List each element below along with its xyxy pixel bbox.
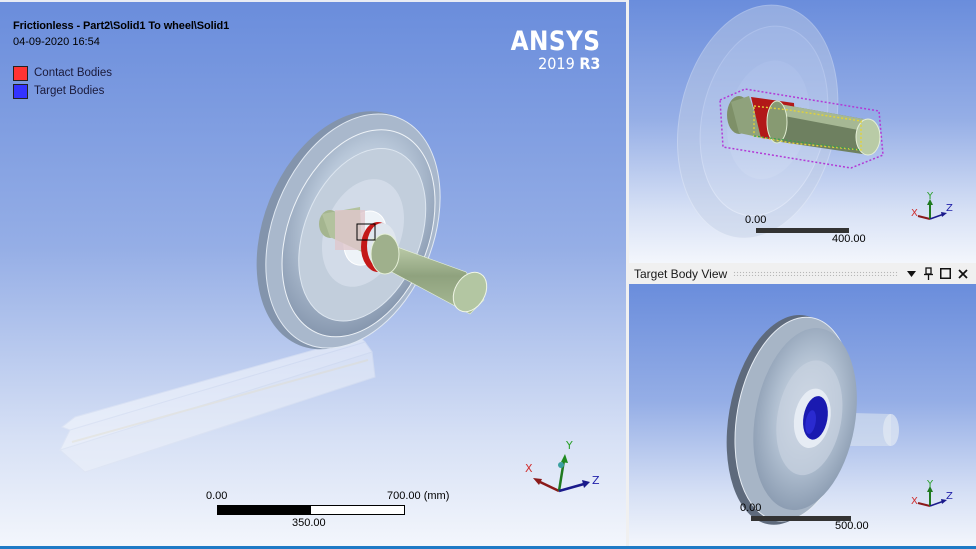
contact-scale-end: 400.00 bbox=[832, 233, 866, 245]
scale-end-label: 700.00 (mm) bbox=[387, 490, 450, 502]
target-body-model bbox=[726, 314, 899, 525]
top-strip bbox=[0, 0, 626, 2]
target-body-viewport[interactable]: 0.00 500.00 X Y Z bbox=[629, 284, 976, 546]
dropdown-arrow-icon[interactable] bbox=[904, 266, 919, 281]
triad-y-label: Y bbox=[566, 439, 573, 452]
triad-x-label: X bbox=[911, 208, 918, 219]
contact-scale-bar bbox=[756, 228, 849, 233]
contact-swatch bbox=[13, 65, 28, 81]
legend: Contact Bodies Target Bodies bbox=[13, 64, 112, 100]
triad-y-label: Y bbox=[927, 191, 934, 202]
triad-z-label: Z bbox=[946, 491, 953, 502]
contact-body-model bbox=[677, 4, 884, 239]
scale-bar bbox=[217, 505, 405, 515]
triad-y-label: Y bbox=[927, 479, 934, 490]
contact-region-title: Frictionless - Part2\Solid1 To wheel\Sol… bbox=[13, 20, 230, 32]
legend-item-target: Target Bodies bbox=[13, 82, 112, 100]
status-accent-bar bbox=[0, 546, 976, 549]
pane-title: Target Body View bbox=[634, 266, 728, 281]
triad-z-label: Z bbox=[946, 203, 953, 214]
scale-mid-label: 350.00 bbox=[292, 517, 326, 529]
triad-x-label: X bbox=[525, 462, 533, 475]
main-graphics-viewport[interactable]: Frictionless - Part2\Solid1 To wheel\Sol… bbox=[0, 2, 626, 546]
triad-x-label: X bbox=[911, 496, 918, 507]
target-scale-bar bbox=[751, 516, 851, 521]
pin-icon[interactable] bbox=[921, 266, 936, 281]
target-body-view-header[interactable]: Target Body View bbox=[629, 263, 976, 284]
legend-item-contact: Contact Bodies bbox=[13, 64, 112, 82]
close-icon[interactable] bbox=[955, 266, 970, 281]
scale-start-label: 0.00 bbox=[206, 490, 228, 502]
ansys-logo: ANSYS 2019 R3 bbox=[496, 28, 600, 73]
pane-splitter[interactable] bbox=[626, 0, 629, 549]
logo-version: 2019 R3 bbox=[537, 54, 600, 73]
logo-brand: ANSYS bbox=[510, 26, 600, 57]
axis-triad[interactable] bbox=[524, 438, 604, 508]
triad-z-label: Z bbox=[592, 474, 600, 487]
legend-label: Contact Bodies bbox=[34, 67, 112, 79]
target-scale-start: 0.00 bbox=[740, 502, 762, 514]
maximize-icon[interactable] bbox=[938, 266, 953, 281]
contact-body-viewport[interactable]: 0.00 400.00 X Y Z bbox=[629, 0, 976, 263]
rail-model bbox=[59, 336, 376, 473]
wheel-shaft-model bbox=[256, 111, 488, 350]
contact-scale-start: 0.00 bbox=[745, 214, 767, 226]
drag-grip[interactable] bbox=[733, 271, 898, 276]
legend-label: Target Bodies bbox=[34, 85, 105, 97]
target-axis-triad[interactable] bbox=[912, 482, 952, 512]
contact-axis-triad[interactable] bbox=[912, 195, 952, 225]
target-swatch bbox=[13, 83, 28, 99]
target-scale-end: 500.00 bbox=[835, 520, 869, 532]
timestamp: 04-09-2020 16:54 bbox=[13, 36, 100, 48]
